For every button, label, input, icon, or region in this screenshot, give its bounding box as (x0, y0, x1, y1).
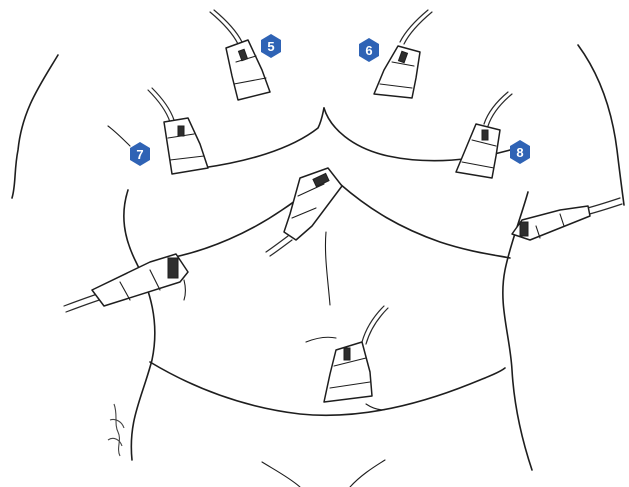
probe-position-6 (374, 10, 432, 98)
probe-right-lateral (512, 198, 622, 240)
probe-left-lateral (64, 254, 188, 312)
probe-position-5 (210, 10, 270, 100)
probe-6-cable (404, 12, 432, 44)
marker-6-label: 6 (365, 43, 372, 58)
probe-lower-abdomen (306, 306, 388, 410)
right-costal-margin (340, 184, 510, 258)
marker-7: 7 (130, 142, 150, 166)
marker-8: 8 (510, 140, 530, 164)
right-inguinal-line (350, 460, 385, 487)
left-chest-line (202, 108, 324, 168)
probe-subxiphoid (266, 168, 342, 256)
probe-lower-abdomen-cable (362, 306, 384, 342)
probe-subxiphoid-cable (266, 236, 288, 252)
marker-6: 6 (359, 38, 379, 62)
marker-5: 5 (261, 34, 281, 58)
linea-alba (325, 232, 330, 305)
probe-position-8 (456, 92, 512, 178)
probe-6-body (374, 46, 420, 98)
left-inguinal-line (262, 462, 300, 487)
marker-8-label: 8 (516, 145, 523, 160)
artist-signature (108, 404, 124, 456)
probe-7-body (164, 118, 208, 174)
marker-7-label: 7 (136, 147, 143, 162)
left-arm-outline (12, 55, 58, 198)
right-arm-outline (578, 45, 624, 205)
probe-5-cable (210, 12, 238, 44)
torso-outline (12, 45, 624, 487)
left-flank-outline (124, 190, 155, 460)
probe-lower-abdomen-pointer (306, 337, 336, 342)
probe-8-body (456, 124, 500, 178)
marker-5-label: 5 (267, 39, 274, 54)
probe-7-pointer (108, 126, 130, 146)
probe-position-7 (108, 88, 208, 174)
